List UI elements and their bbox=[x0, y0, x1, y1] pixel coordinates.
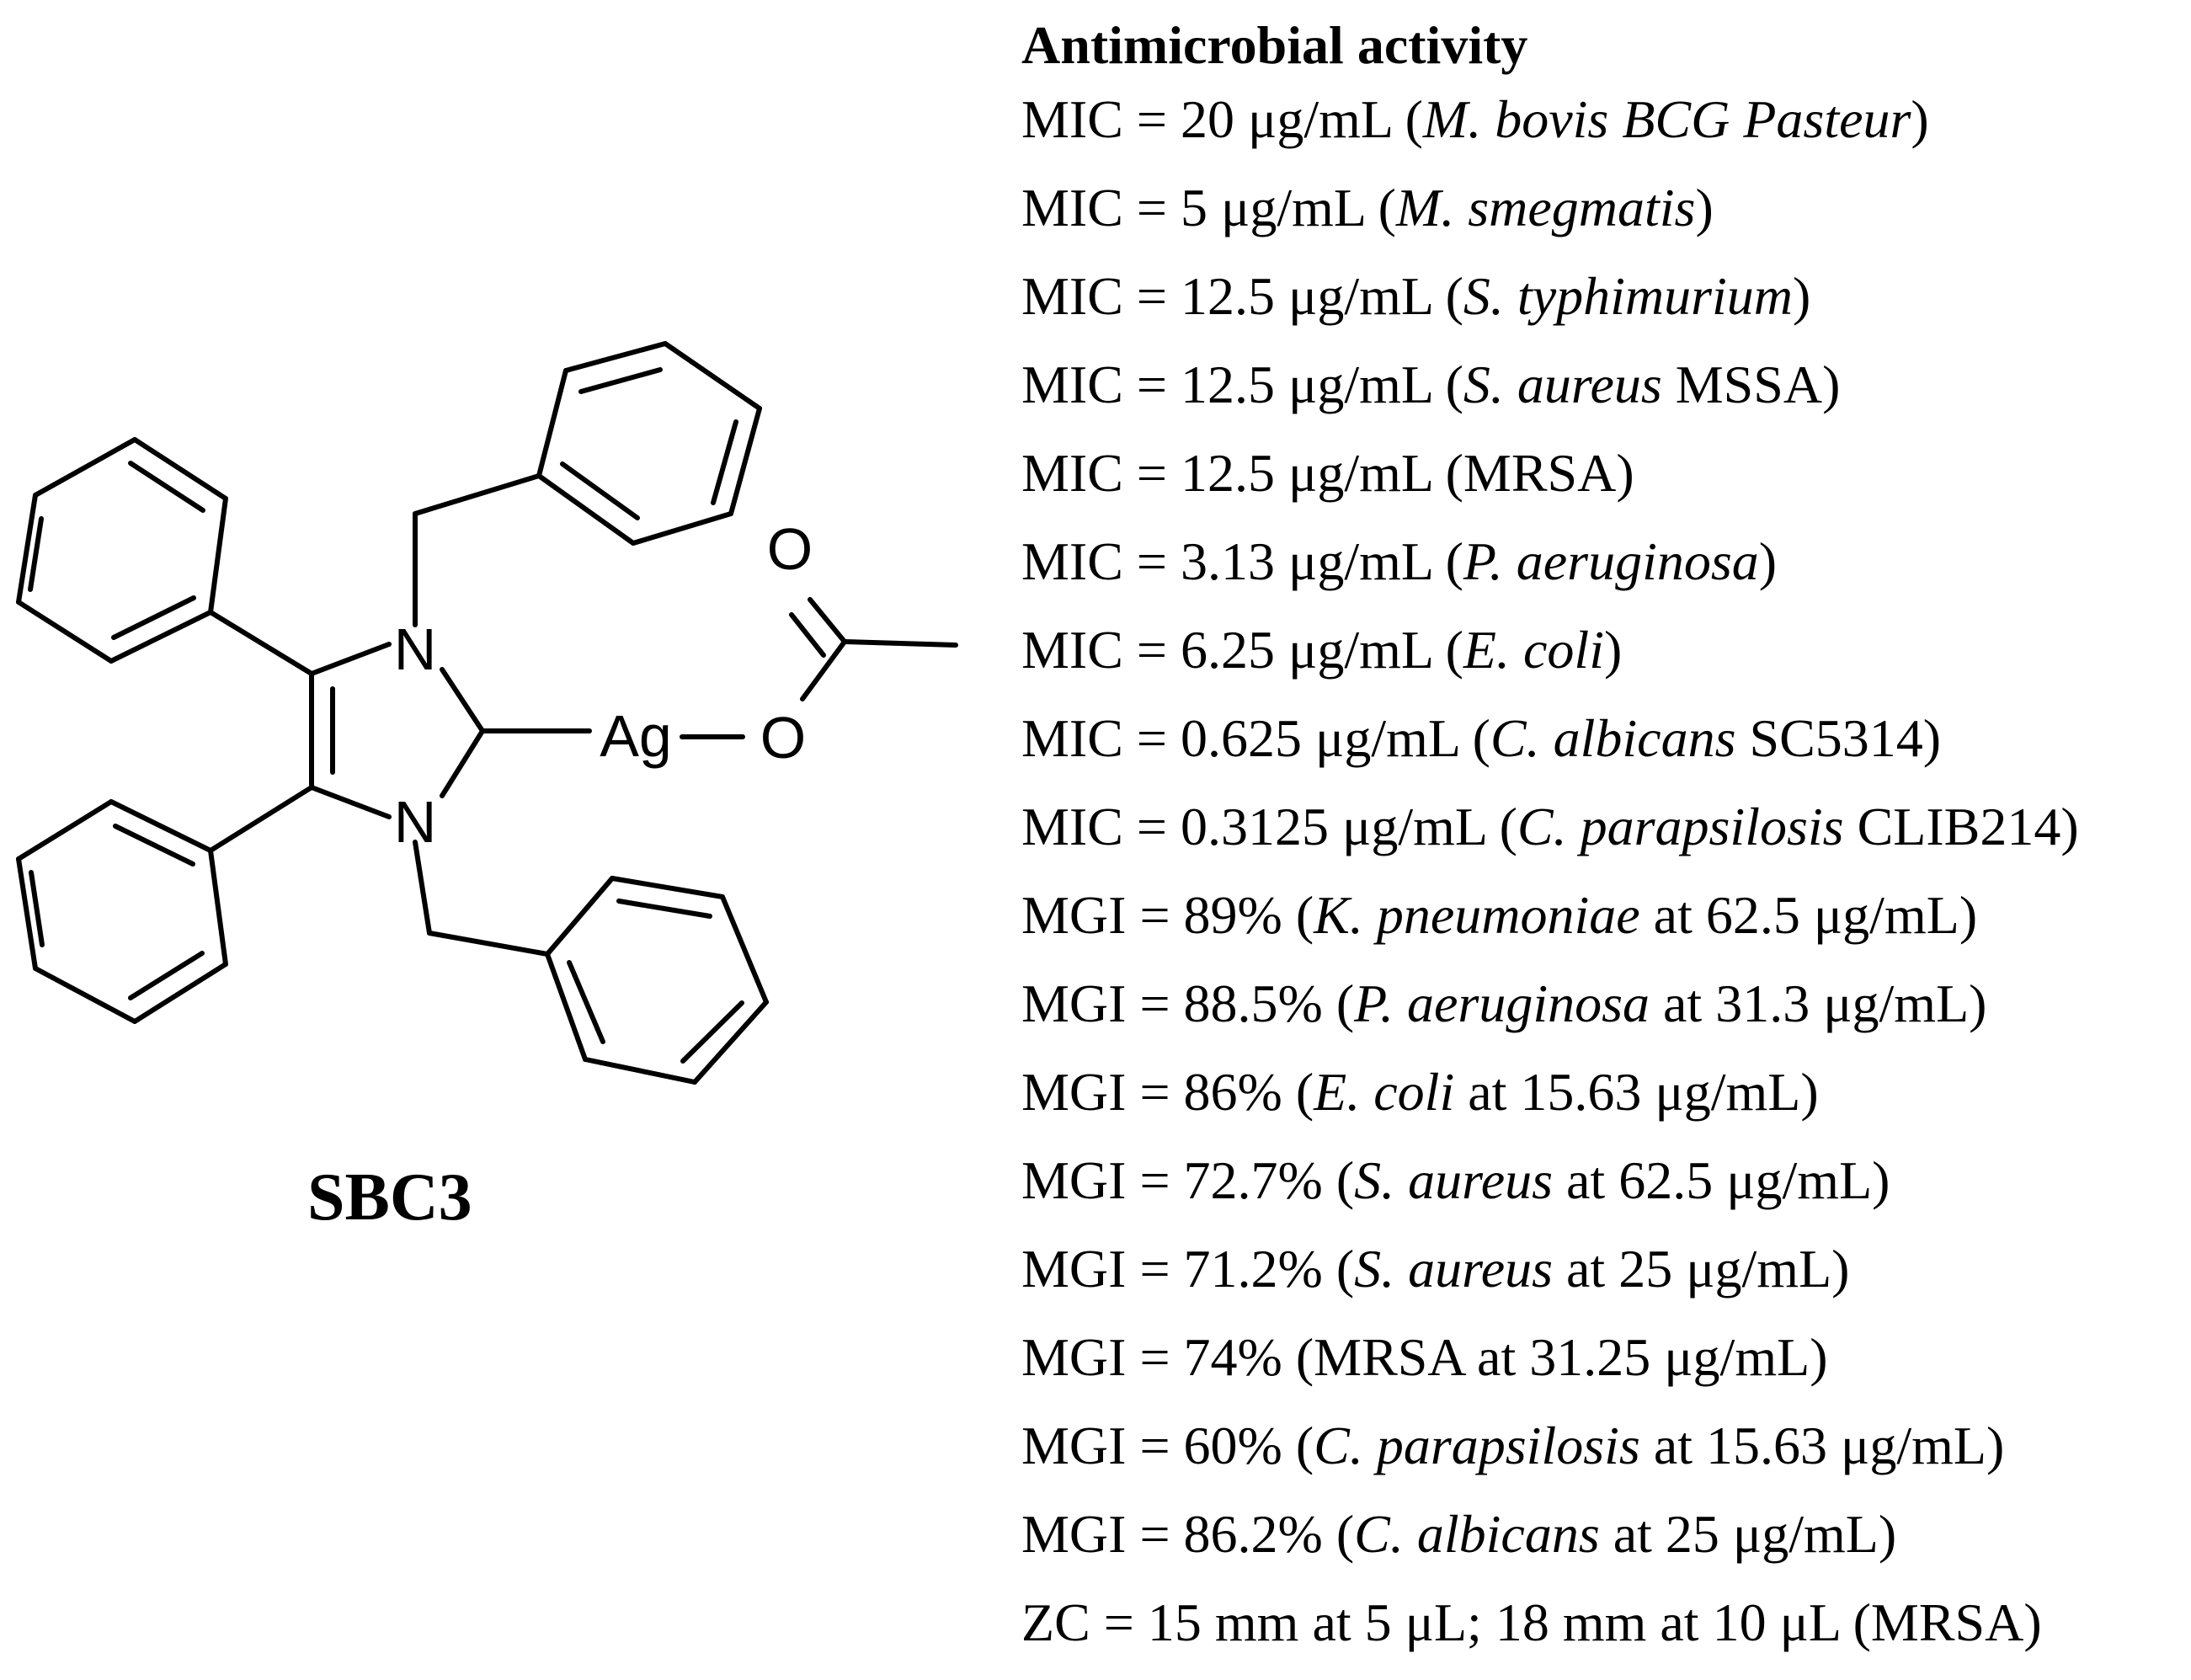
organism-name: S. typhimurium bbox=[1463, 266, 1793, 326]
activity-text: MGI = 89% ( bbox=[1021, 885, 1314, 945]
activity-text: at 31.3 μg/mL) bbox=[1650, 973, 1987, 1033]
bond-carbonyl-c-o-double bbox=[789, 612, 826, 658]
activity-text: ) bbox=[1758, 531, 1778, 591]
organism-name: K. pneumoniae bbox=[1314, 885, 1640, 945]
activity-entry: ZC = 15 mm at 5 μL; 18 mm at 10 μL (MRSA… bbox=[1021, 1589, 2188, 1677]
activity-text: at 15.63 μg/mL) bbox=[1639, 1416, 2005, 1475]
activity-text: MIC = 0.625 μg/mL ( bbox=[1021, 708, 1490, 768]
organism-name: E. coli bbox=[1463, 620, 1604, 680]
activity-entry: MGI = 74% (MRSA at 31.25 μg/mL) bbox=[1021, 1324, 2188, 1412]
activity-text: MIC = 5 μg/mL ( bbox=[1021, 178, 1396, 237]
phenyl-ring-bottom bbox=[545, 876, 769, 1085]
activity-entry: MIC = 12.5 μg/mL (S. typhimurium) bbox=[1021, 263, 2188, 351]
organism-name: S. aureus bbox=[1354, 1150, 1553, 1210]
organism-name: P. aeruginosa bbox=[1354, 973, 1650, 1033]
oxygen-carbonyl-label: O bbox=[767, 516, 813, 582]
activity-text: MGI = 88.5% ( bbox=[1021, 973, 1355, 1033]
activity-text: ) bbox=[1911, 89, 1929, 149]
activity-entry: MIC = 0.3125 μg/mL (C. parapsilosis CLIB… bbox=[1021, 793, 2188, 882]
activity-entry: MIC = 6.25 μg/mL (E. coli) bbox=[1021, 616, 2188, 705]
activity-entry: MGI = 89% (K. pneumoniae at 62.5 μg/mL) bbox=[1021, 882, 2188, 970]
bond-c5-phenyl bbox=[208, 785, 314, 853]
benzyl-group-top bbox=[413, 341, 762, 627]
activity-text: at 25 μg/mL) bbox=[1599, 1504, 1897, 1564]
activity-text: SC5314) bbox=[1735, 708, 1942, 768]
activity-text: at 25 μg/mL) bbox=[1553, 1239, 1850, 1299]
activity-text: ) bbox=[1695, 178, 1714, 237]
organism-name: E. coli bbox=[1314, 1062, 1455, 1122]
activity-text: ) bbox=[1793, 266, 1811, 326]
activity-entry: MGI = 86.2% (C. albicans at 25 μg/mL) bbox=[1021, 1501, 2188, 1589]
imidazole-ring bbox=[309, 642, 485, 819]
bond-ch2-phenyl bbox=[427, 931, 550, 957]
activity-entry: MIC = 5 μg/mL (M. smegmatis) bbox=[1021, 174, 2188, 263]
bond-c2-n1 bbox=[440, 728, 485, 798]
bond-n3-c2 bbox=[440, 667, 485, 733]
oxygen-ester-label: O bbox=[760, 705, 806, 771]
activity-text: MGI = 86% ( bbox=[1021, 1062, 1314, 1122]
activity-text: MGI = 60% ( bbox=[1021, 1416, 1314, 1475]
bond-n1-ch2 bbox=[413, 840, 432, 936]
compound-name: SBC3 bbox=[307, 1160, 472, 1235]
nitrogen-top-label: N bbox=[394, 616, 437, 682]
activity-text: MIC = 20 μg/mL ( bbox=[1021, 89, 1423, 149]
organism-name: C. albicans bbox=[1354, 1504, 1600, 1564]
organism-name: C. parapsilosis bbox=[1517, 797, 1844, 856]
activity-text: ) bbox=[1603, 620, 1623, 680]
activity-title: Antimicrobial activity bbox=[1021, 15, 1528, 75]
activity-entry: MGI = 60% (C. parapsilosis at 15.63 μg/m… bbox=[1021, 1412, 2188, 1501]
organism-name: S. aureus bbox=[1463, 355, 1662, 414]
organism-name: S. aureus bbox=[1354, 1239, 1553, 1299]
benzyl-group-bottom bbox=[413, 840, 769, 1085]
activity-text: MIC = 0.3125 μg/mL ( bbox=[1021, 797, 1517, 856]
activity-text: MIC = 12.5 μg/mL (MRSA) bbox=[1021, 443, 1634, 503]
activity-entry: MIC = 0.625 μg/mL (C. albicans SC5314) bbox=[1021, 705, 2188, 793]
ag-acetate-chain bbox=[480, 597, 958, 739]
activity-text: at 62.5 μg/mL) bbox=[1553, 1150, 1890, 1210]
activity-entry: MGI = 86% (E. coli at 15.63 μg/mL) bbox=[1021, 1059, 2188, 1147]
organism-name: M. bovis BCG Pasteur bbox=[1422, 89, 1911, 149]
activity-text: MIC = 12.5 μg/mL ( bbox=[1021, 266, 1463, 326]
activity-text: MGI = 86.2% ( bbox=[1021, 1504, 1355, 1564]
activity-entry: MIC = 3.13 μg/mL (P. aeruginosa) bbox=[1021, 528, 2188, 616]
activity-entry: MIC = 20 μg/mL (M. bovis BCG Pasteur) bbox=[1021, 86, 2188, 174]
activity-entry: MGI = 72.7% (S. aureus at 62.5 μg/mL) bbox=[1021, 1147, 2188, 1235]
nitrogen-bottom-label: N bbox=[394, 789, 437, 855]
organism-name: M. smegmatis bbox=[1395, 178, 1696, 237]
bond-carbonyl-c-o bbox=[808, 597, 847, 644]
activity-panel: Antimicrobial activity MIC = 20 μg/mL (M… bbox=[1021, 12, 2188, 1677]
activity-text: MGI = 74% (MRSA at 31.25 μg/mL) bbox=[1021, 1327, 1828, 1387]
bond-ch2-phenyl bbox=[413, 473, 541, 516]
bond-o-carbonyl-c bbox=[800, 639, 847, 701]
activity-text: CLIB214) bbox=[1843, 797, 2079, 856]
organism-name: P. aeruginosa bbox=[1463, 531, 1759, 591]
phenyl-ring-top bbox=[536, 341, 762, 546]
chemical-structure: N N Ag O O bbox=[16, 341, 958, 1085]
activity-list: MIC = 20 μg/mL (M. bovis BCG Pasteur)MIC… bbox=[1021, 86, 2188, 1677]
activity-text: MIC = 12.5 μg/mL ( bbox=[1021, 355, 1463, 414]
activity-text: ZC = 15 mm at 5 μL; 18 mm at 10 μL (MRSA… bbox=[1021, 1592, 2042, 1652]
activity-entry: MIC = 12.5 μg/mL (S. aureus MSSA) bbox=[1021, 351, 2188, 440]
activity-text: MSSA) bbox=[1661, 355, 1841, 414]
bond-carbonyl-c-methyl bbox=[842, 639, 958, 648]
activity-text: MIC = 3.13 μg/mL ( bbox=[1021, 531, 1463, 591]
activity-text: at 62.5 μg/mL) bbox=[1639, 885, 1978, 945]
activity-entry: MGI = 71.2% (S. aureus at 25 μg/mL) bbox=[1021, 1235, 2188, 1324]
activity-text: MIC = 6.25 μg/mL ( bbox=[1021, 620, 1463, 680]
activity-entry: MGI = 88.5% (P. aeruginosa at 31.3 μg/mL… bbox=[1021, 970, 2188, 1059]
silver-label: Ag bbox=[600, 703, 672, 769]
organism-name: C. parapsilosis bbox=[1314, 1416, 1640, 1475]
bond-n1-c5 bbox=[309, 785, 392, 819]
bond-c4-n3 bbox=[309, 642, 392, 676]
organism-name: C. albicans bbox=[1490, 708, 1736, 768]
activity-entry: MIC = 12.5 μg/mL (MRSA) bbox=[1021, 440, 2188, 528]
activity-text: at 15.63 μg/mL) bbox=[1454, 1062, 1819, 1122]
activity-text: MGI = 71.2% ( bbox=[1021, 1239, 1355, 1299]
phenyl-ring-upper-left bbox=[16, 437, 314, 676]
bond-c4-phenyl bbox=[208, 610, 314, 676]
phenyl-ring-lower-left bbox=[16, 785, 314, 1024]
activity-text: MGI = 72.7% ( bbox=[1021, 1150, 1355, 1210]
